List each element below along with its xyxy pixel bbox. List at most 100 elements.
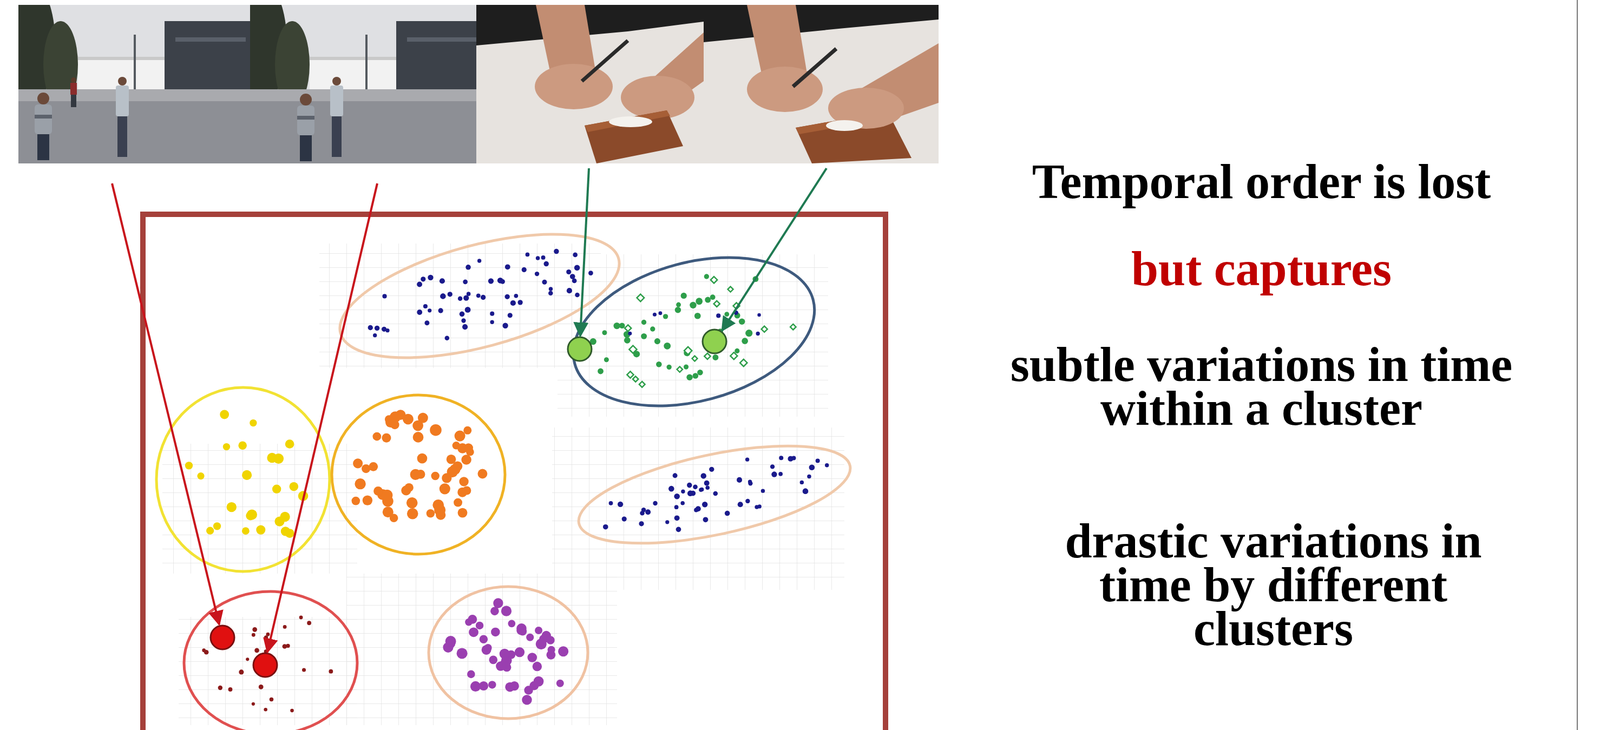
table <box>476 4 704 164</box>
jacket-stripe <box>34 114 52 119</box>
data-point <box>624 324 632 332</box>
data-point <box>508 620 516 628</box>
data-point <box>477 469 488 480</box>
data-point <box>416 309 423 316</box>
data-point <box>206 527 214 535</box>
data-point <box>705 485 710 490</box>
data-point <box>445 635 457 647</box>
grid-patches <box>162 243 845 726</box>
data-point <box>429 424 442 437</box>
data-point <box>741 337 749 345</box>
data-point <box>226 502 237 513</box>
data-point <box>480 294 486 300</box>
data-point <box>407 508 419 520</box>
wooden-block <box>584 110 684 164</box>
data-point <box>566 269 572 275</box>
data-point <box>665 520 670 524</box>
mapping-arrow <box>267 183 378 653</box>
data-point <box>269 697 274 703</box>
data-point <box>703 516 709 523</box>
data-point <box>254 648 260 654</box>
data-point <box>382 293 387 299</box>
data-point <box>489 311 495 317</box>
data-point <box>441 473 452 483</box>
data-point <box>505 294 510 300</box>
data-point <box>361 464 371 474</box>
data-point <box>602 524 609 530</box>
data-point <box>632 376 639 382</box>
data-point <box>608 501 614 506</box>
data-point <box>306 620 312 626</box>
data-point <box>677 366 683 372</box>
data-point <box>507 312 513 318</box>
data-point <box>543 261 549 267</box>
data-point <box>272 484 281 494</box>
data-point <box>652 312 657 317</box>
person-head <box>37 92 50 105</box>
data-point <box>724 510 731 517</box>
data-point <box>462 324 468 330</box>
data-point <box>704 297 711 304</box>
data-point <box>690 490 696 497</box>
data-point <box>748 479 752 484</box>
data-point <box>516 626 526 636</box>
data-point <box>490 606 500 616</box>
data-point <box>702 501 708 508</box>
table <box>703 4 939 164</box>
data-point <box>639 381 646 388</box>
data-point <box>639 510 645 516</box>
cluster-outline <box>570 426 859 563</box>
data-point <box>815 458 821 463</box>
data-point <box>476 293 481 298</box>
data-point <box>521 694 532 705</box>
data-point <box>674 505 679 510</box>
data-point <box>416 282 423 288</box>
person-legs <box>299 135 312 162</box>
data-point <box>289 482 299 491</box>
data-point <box>420 276 426 282</box>
video-frame <box>476 4 704 164</box>
data-point <box>493 598 503 608</box>
data-point <box>444 336 450 342</box>
data-point <box>588 270 594 276</box>
data-point <box>535 638 547 650</box>
data-point <box>658 311 663 316</box>
data-point <box>238 441 247 450</box>
data-point <box>527 652 537 663</box>
annotation-text: subtle variations in time within a clust… <box>1005 342 1518 431</box>
data-point <box>463 295 469 301</box>
data-point <box>372 333 377 338</box>
data-point <box>666 364 672 370</box>
data-point <box>290 709 294 713</box>
data-point <box>684 346 692 355</box>
data-point <box>241 470 252 481</box>
person-body <box>34 104 52 135</box>
data-point <box>597 368 604 375</box>
data-point <box>462 486 471 495</box>
data-point <box>424 320 430 326</box>
data-point <box>638 521 644 527</box>
person-body <box>297 105 315 136</box>
person-legs <box>70 94 77 108</box>
data-point <box>716 313 721 318</box>
data-point <box>368 325 373 331</box>
data-point <box>251 633 256 638</box>
data-point <box>241 527 250 535</box>
cluster-outline <box>331 395 506 555</box>
data-point <box>736 477 743 483</box>
person-body <box>330 85 344 117</box>
data-point <box>656 361 662 368</box>
data-point <box>541 279 547 285</box>
data-point <box>457 508 468 518</box>
paper <box>608 116 653 128</box>
data-point <box>534 271 540 277</box>
data-point <box>457 443 468 454</box>
data-point <box>351 496 361 506</box>
data-point <box>712 354 719 361</box>
data-point <box>790 324 796 330</box>
data-point <box>770 464 775 469</box>
data-point <box>674 515 680 521</box>
data-point <box>461 454 472 465</box>
data-point <box>252 627 258 633</box>
data-point <box>619 322 626 329</box>
